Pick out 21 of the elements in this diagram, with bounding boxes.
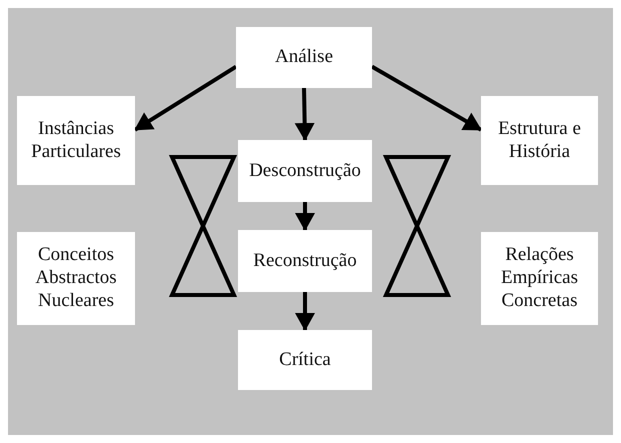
concept-box — [481, 232, 598, 325]
concept-box — [236, 27, 372, 88]
box-label: Análise — [274, 46, 334, 69]
box-label: Estrutura e História — [497, 118, 582, 164]
arrow — [134, 64, 238, 132]
concept-box — [238, 230, 372, 292]
concept-box — [238, 330, 372, 390]
arrow — [294, 88, 315, 141]
box-label: Reconstrução — [253, 250, 357, 272]
concept-box — [17, 232, 135, 325]
box-label: Instâncias Particulares — [30, 118, 122, 164]
arrow — [371, 64, 482, 132]
box-label: Crítica — [279, 348, 331, 372]
arrow — [295, 292, 315, 331]
box-label: Conceitos Abstractos Nucleares — [34, 244, 118, 313]
box-label: Relações Empíricas Concretas — [500, 244, 580, 313]
concept-box — [238, 140, 372, 202]
box-label: Desconstrução — [249, 160, 361, 182]
concept-box — [481, 96, 598, 185]
concept-box — [17, 96, 135, 185]
arrow — [295, 202, 315, 231]
